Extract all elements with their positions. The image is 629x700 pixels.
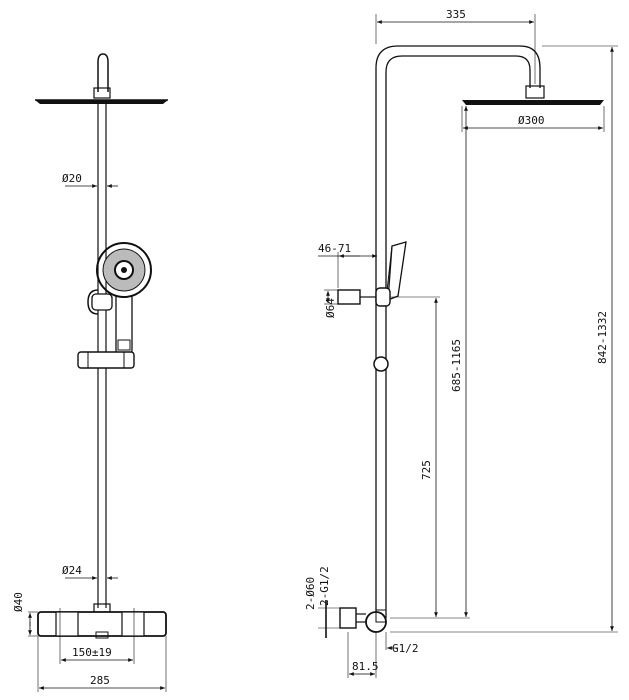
hand-shower-head [96,242,152,298]
side-dim-holder-diameter: Ø64 [324,298,337,318]
side-escutcheon [339,607,357,629]
slider-block [77,351,135,369]
side-dim-holder-height: 725 [420,460,433,480]
front-dim-diameter-lower: Ø24 [62,564,82,577]
side-dim-slide-range: 685-1165 [450,339,463,392]
front-dim-diameter-pipe: Ø20 [62,172,82,185]
side-dim-wall-offset: 81.5 [352,660,379,673]
side-dim-outlet-thread: G1/2 [392,642,419,655]
front-top-connector [97,53,109,92]
side-view: 335 Ø300 46-71 Ø64 725 68 [304,8,618,678]
side-hand-shower [387,241,407,301]
front-dim-valve-height: Ø40 [12,592,25,612]
side-holder-clamp [375,287,391,307]
side-dim-holder-offset: 46-71 [318,242,351,255]
side-head-shower [462,100,604,105]
valve-right-handle [121,611,145,637]
front-dim-centers: 150±19 [72,646,112,659]
side-dim-escutcheon: 2-Ø60 [304,577,317,610]
front-head-shower [35,100,168,104]
side-holder-mount [337,289,361,305]
side-riser-arm-outer [375,45,541,618]
front-view: Ø20 Ø24 Ø40 [12,53,168,692]
side-slider-knob [373,356,389,372]
front-dim-overall-width: 285 [90,674,110,687]
side-dim-total-height: 842-1332 [596,311,609,364]
front-head-joint [93,87,111,99]
side-dim-inlet-thread: 2-G1/2 [318,566,331,606]
side-dim-arm-length: 335 [446,8,466,21]
valve-left-handle [55,611,79,637]
hand-shower-holder [87,289,99,315]
side-dim-head-diameter: Ø300 [518,114,545,127]
side-riser-arm-inner [385,55,531,618]
